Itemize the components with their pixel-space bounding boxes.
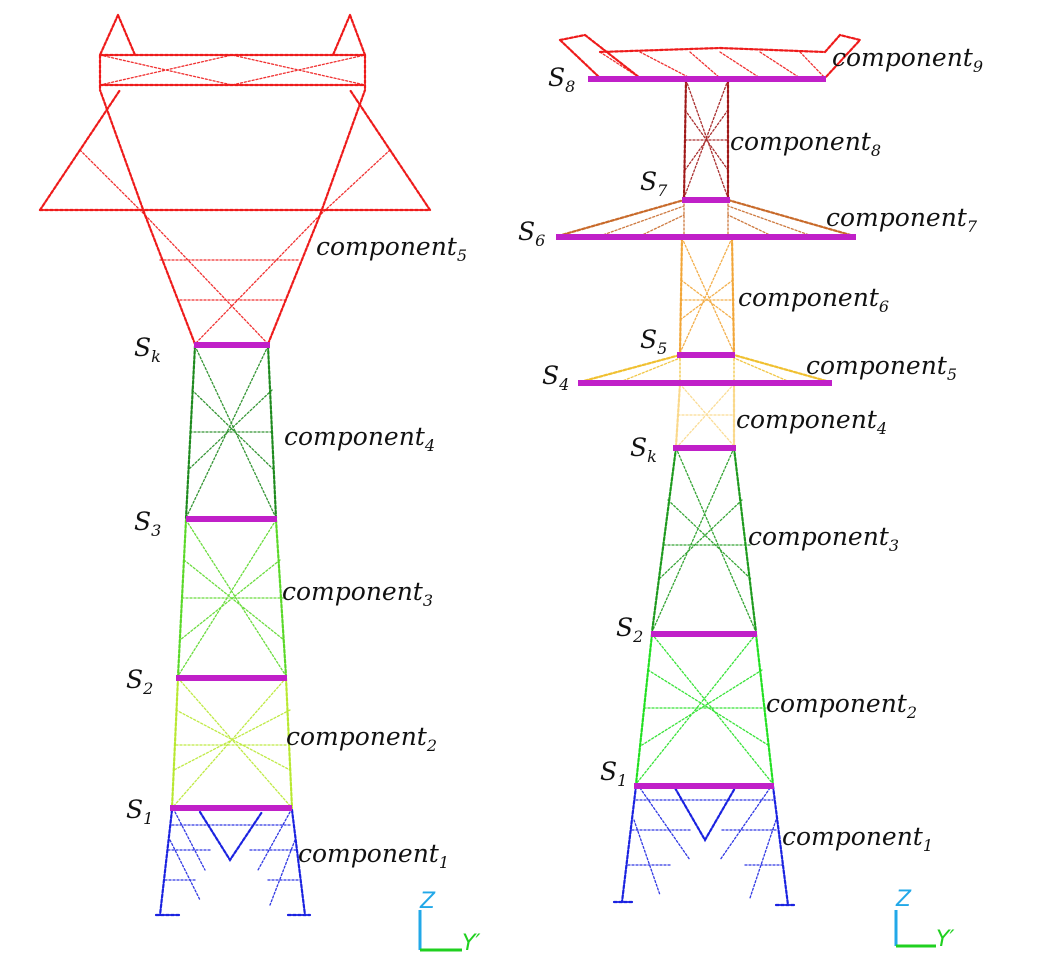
right-section-label-1: S1: [600, 757, 627, 790]
right-section-label-k: Sk: [630, 433, 657, 466]
right-component-label-6: component6: [738, 283, 889, 316]
right-component6-body: [678, 236, 736, 355]
left-component-label-1: component1: [298, 839, 449, 872]
right-component2-body: [634, 632, 775, 786]
right-axis-indicator: Z Y′: [894, 887, 954, 952]
right-component1-body: [612, 784, 798, 907]
left-axis-indicator: Z Y′: [418, 889, 480, 956]
right-component5-body: [578, 353, 832, 384]
right-axis-z-label: Z: [895, 887, 912, 912]
right-section-label-8: S8: [548, 63, 575, 96]
left-component-label-4: component4: [284, 422, 435, 455]
right-component-label-1: component1: [782, 822, 933, 855]
left-component5-body: [38, 13, 432, 346]
left-component-label-3: component3: [282, 577, 433, 610]
right-component-label-8: component8: [730, 127, 881, 160]
right-component4-body: [674, 382, 736, 448]
left-section-label-1: S1: [126, 795, 153, 828]
right-section-lines: [556, 76, 856, 789]
right-component7-body: [556, 198, 856, 238]
right-component-label-2: component2: [766, 689, 917, 722]
left-component3-body: [176, 518, 288, 678]
left-axis-y-label: Y′: [462, 931, 480, 956]
right-section-label-4: S4: [542, 361, 569, 394]
right-section-label-2: S2: [616, 613, 643, 646]
right-tower: S1 S2 Sk S4 S5 S6 S7 S8 component1 compo…: [518, 33, 983, 952]
right-axis-y-label: Y′: [936, 927, 954, 952]
left-section-label-2: S2: [126, 665, 153, 698]
left-tower: S1 S2 S3 Sk component1 component2 compon…: [38, 13, 480, 956]
right-component-label-4: component4: [736, 405, 887, 438]
right-component-label-5: component5: [806, 351, 957, 384]
right-component3-body: [650, 446, 758, 634]
left-axis-z-label: Z: [419, 889, 436, 914]
left-section-label-k: Sk: [134, 333, 161, 366]
left-section-lines: [170, 342, 292, 811]
left-component4-body: [184, 344, 278, 520]
left-component1-body: [154, 808, 312, 917]
right-component9-body: [558, 33, 863, 80]
right-component-label-7: component7: [826, 203, 978, 236]
right-section-label-6: S6: [518, 217, 545, 250]
right-component-label-3: component3: [748, 522, 899, 555]
right-component8-body: [682, 78, 730, 200]
left-section-label-3: S3: [134, 507, 161, 540]
left-component-label-5: component5: [316, 232, 467, 265]
left-component-label-2: component2: [286, 722, 437, 755]
right-component-label-9: component9: [832, 43, 983, 76]
right-section-label-7: S7: [640, 167, 668, 200]
right-section-label-5: S5: [640, 325, 667, 358]
left-component2-body: [170, 676, 294, 810]
